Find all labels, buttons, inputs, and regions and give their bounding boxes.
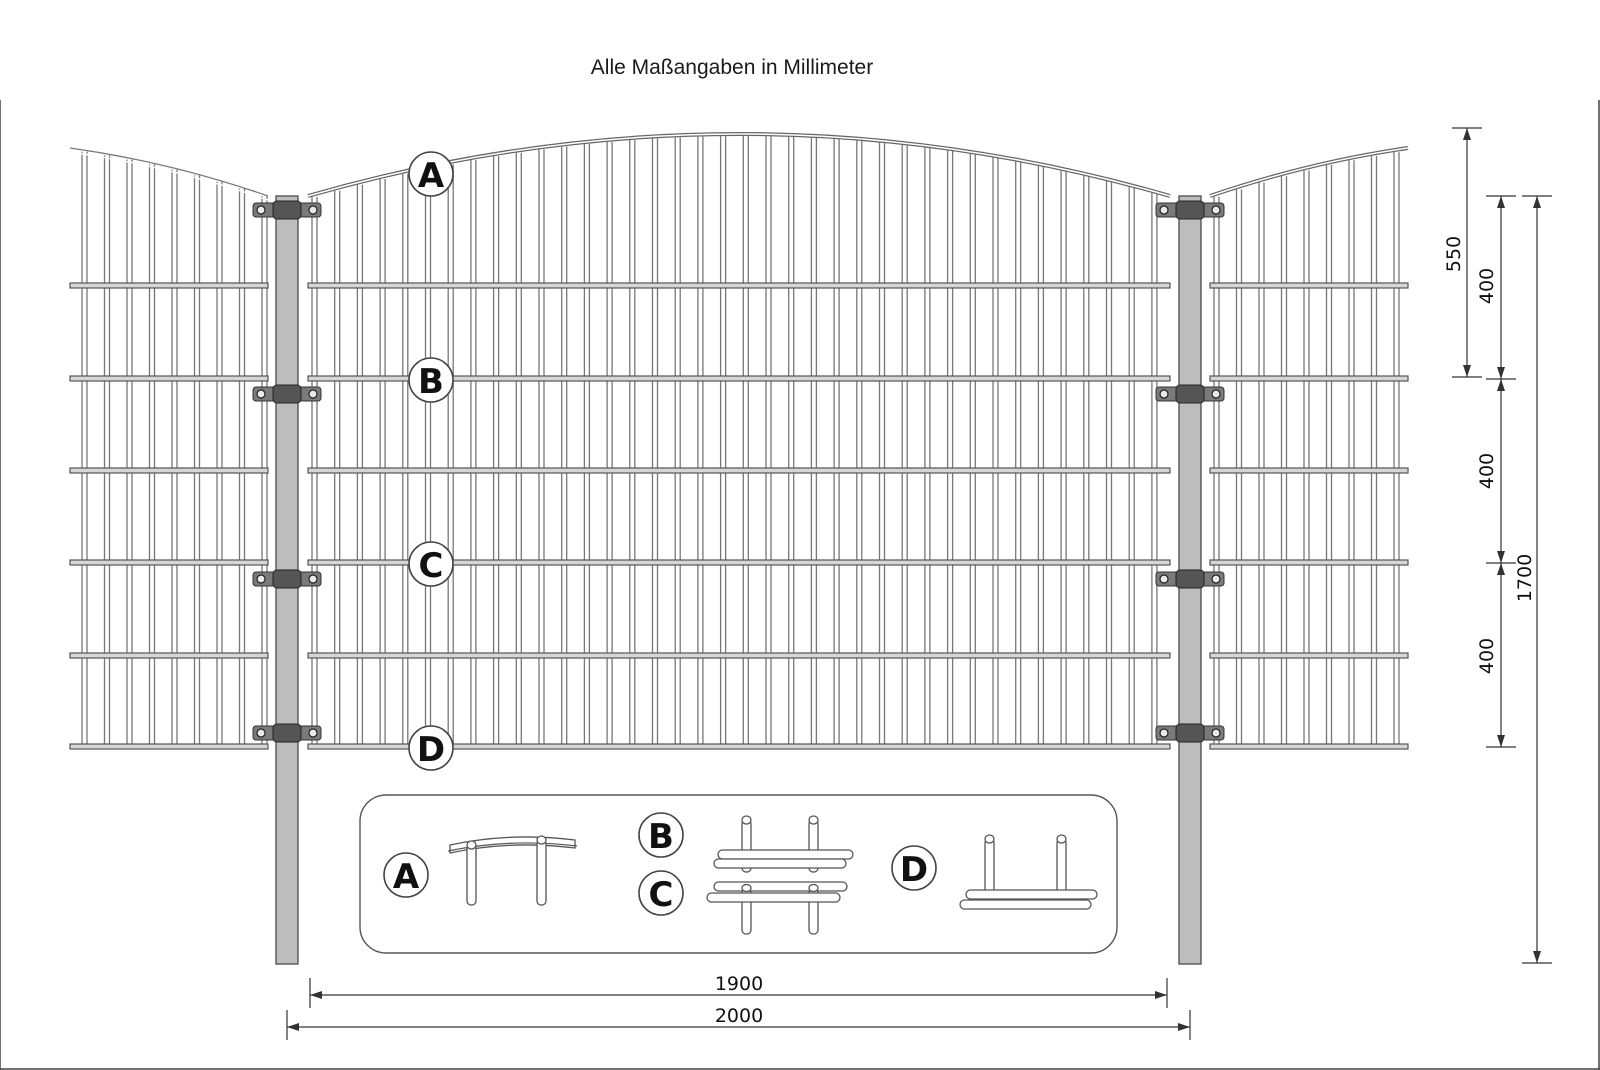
marker-a-label: A xyxy=(418,156,445,196)
marker-c-circle xyxy=(408,541,454,587)
bolt-icon xyxy=(308,389,318,399)
bolt-icon xyxy=(1211,728,1221,738)
horizontal-bar xyxy=(69,743,269,750)
horizontal-bar xyxy=(69,559,269,566)
dimension-2000: 2000 xyxy=(286,1005,1191,1040)
detail-a-joint xyxy=(447,835,578,906)
horizontal-bar xyxy=(1209,652,1409,659)
dimension-400-top: 400 xyxy=(1476,195,1516,380)
dimension-550: 550 xyxy=(1443,127,1482,378)
detail-b-label: B xyxy=(648,817,674,857)
bolt-icon xyxy=(256,205,266,215)
bolt-icon xyxy=(1159,205,1169,215)
detail-d-label: D xyxy=(900,850,928,890)
bolt-icon xyxy=(308,728,318,738)
horizontal-bars xyxy=(69,282,1409,750)
bolt-icon xyxy=(1211,574,1221,584)
arched-top-bars xyxy=(69,132,1409,201)
marker-b-label: B xyxy=(418,362,444,402)
bolt-icon xyxy=(1159,389,1169,399)
horizontal-bar xyxy=(307,652,1171,659)
bolt-icon xyxy=(1211,389,1221,399)
arch-left-panel-inner xyxy=(69,151,269,201)
bolt-icon xyxy=(1159,574,1169,584)
marker-d-label: D xyxy=(417,730,445,770)
dimension-1900-label: 1900 xyxy=(715,973,763,995)
bolt-icon xyxy=(256,728,266,738)
arch-left-panel xyxy=(69,147,269,197)
detail-a-circle xyxy=(383,852,429,898)
marker-a: A xyxy=(408,151,454,197)
dimension-550-label: 550 xyxy=(1443,236,1465,272)
marker-d: D xyxy=(408,725,454,771)
detail-b-circle xyxy=(638,812,684,858)
detail-box-frame xyxy=(359,794,1118,954)
horizontal-bar xyxy=(69,467,269,474)
horizontal-bar xyxy=(307,282,1171,289)
detail-c-circle xyxy=(638,870,684,916)
bolt-icon xyxy=(256,389,266,399)
dimension-400-middle: 400 xyxy=(1476,379,1516,564)
marker-c: C xyxy=(408,541,454,587)
bolt-icon xyxy=(308,205,318,215)
horizontal-bar xyxy=(307,743,1171,750)
detail-d-circle xyxy=(891,845,937,891)
horizontal-bar xyxy=(1209,559,1409,566)
post-clamp xyxy=(252,569,322,589)
dimension-400-bottom-label: 400 xyxy=(1476,638,1498,674)
marker-d-circle xyxy=(408,725,454,771)
post-clamp xyxy=(1155,723,1225,743)
dimension-2000-label: 2000 xyxy=(715,1005,763,1027)
detail-c-joint xyxy=(706,881,848,935)
post-clamp xyxy=(1155,200,1225,220)
post-clamp xyxy=(1155,384,1225,404)
horizontal-bar xyxy=(69,652,269,659)
horizontal-bar xyxy=(69,282,269,289)
bolt-icon xyxy=(1211,205,1221,215)
detail-a-label: A xyxy=(393,857,420,897)
detail-b-joint xyxy=(713,815,854,873)
horizontal-bar xyxy=(307,559,1171,566)
marker-b: B xyxy=(408,357,454,403)
dimension-1900: 1900 xyxy=(309,973,1168,1008)
dimension-400-bottom: 400 xyxy=(1476,563,1516,748)
post-clamp xyxy=(252,384,322,404)
marker-b-circle xyxy=(408,357,454,403)
marker-c-label: C xyxy=(419,546,444,586)
horizontal-bar xyxy=(1209,375,1409,382)
post-clamps xyxy=(252,200,1225,743)
detail-c-label: C xyxy=(649,875,674,915)
marker-a-circle xyxy=(408,151,454,197)
horizontal-bar xyxy=(69,375,269,382)
horizontal-bar xyxy=(307,467,1171,474)
post-clamp xyxy=(252,200,322,220)
horizontal-bar xyxy=(1209,743,1409,750)
detail-legend-box: A B C xyxy=(359,794,1118,954)
dimension-1700: 1700 xyxy=(1514,195,1552,964)
post-clamp xyxy=(1155,569,1225,589)
horizontal-bar xyxy=(1209,282,1409,289)
bolt-icon xyxy=(1159,728,1169,738)
dimension-1700-label: 1700 xyxy=(1514,554,1536,602)
arch-right-panel-inner xyxy=(1209,147,1409,197)
horizontal-bar xyxy=(1209,467,1409,474)
dimension-400-top-label: 400 xyxy=(1476,268,1498,304)
detail-d-joint xyxy=(959,834,1098,910)
post-clamp xyxy=(252,723,322,743)
bolt-icon xyxy=(256,574,266,584)
bolt-icon xyxy=(308,574,318,584)
drawing-title: Alle Maßangaben in Millimeter xyxy=(591,56,873,79)
horizontal-bar xyxy=(307,375,1171,382)
dimension-400-middle-label: 400 xyxy=(1476,453,1498,489)
